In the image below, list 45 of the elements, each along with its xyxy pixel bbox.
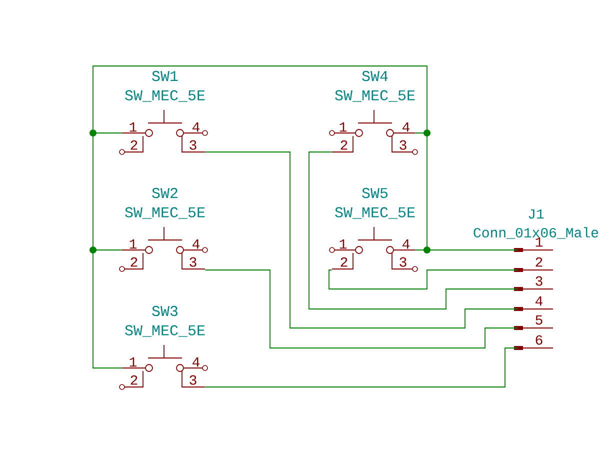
pin-number: 1 (340, 122, 347, 132)
pin-number: 4 (192, 357, 200, 367)
pin-number: 3 (190, 257, 196, 267)
wire (204, 152, 518, 328)
wire (204, 348, 518, 388)
pin-number: 2 (536, 257, 542, 267)
pin-number: 1 (340, 239, 347, 249)
wire (92, 250, 122, 368)
wire (204, 270, 518, 348)
pin-number: 1 (130, 357, 137, 367)
reference-label: SW2 (152, 188, 178, 198)
pin-number: 5 (536, 315, 542, 325)
reference-label: SW5 (362, 188, 388, 198)
pin-number: 4 (192, 239, 200, 249)
pin-number: 4 (536, 296, 542, 306)
pin-number: 2 (130, 375, 138, 385)
pin-number: 2 (340, 140, 348, 150)
pin-number: 2 (130, 140, 138, 150)
pin-number: 4 (402, 122, 410, 132)
wire (328, 270, 518, 290)
reference-label: SW4 (362, 70, 388, 82)
pin-number: 1 (130, 122, 137, 132)
value-label: SW_MEC_5E (125, 325, 205, 337)
pin-number: 3 (536, 276, 542, 286)
pin-number: 3 (400, 140, 406, 150)
reference-label: SW1 (152, 70, 178, 82)
pin-number: 1 (536, 237, 543, 247)
value-label: SW_MEC_5E (125, 90, 205, 102)
pin-number: 4 (192, 122, 200, 132)
pin-number: 6 (536, 335, 542, 345)
pin-number: 3 (400, 257, 406, 267)
pin-number: 2 (340, 257, 348, 267)
pin-number: 1 (130, 239, 137, 249)
reference-label: J1 (528, 209, 544, 219)
value-label: SW_MEC_5E (125, 207, 205, 219)
reference-label: SW3 (152, 306, 178, 316)
value-label: SW_MEC_5E (335, 90, 415, 102)
pin-number: 3 (190, 375, 196, 385)
value-label: Conn_01x06_Male (474, 227, 598, 239)
wire (92, 66, 428, 134)
pin-number: 3 (190, 140, 196, 150)
pin-number: 4 (402, 239, 410, 249)
value-label: SW_MEC_5E (335, 207, 415, 219)
pin-number: 2 (130, 257, 138, 267)
wire (308, 152, 518, 310)
